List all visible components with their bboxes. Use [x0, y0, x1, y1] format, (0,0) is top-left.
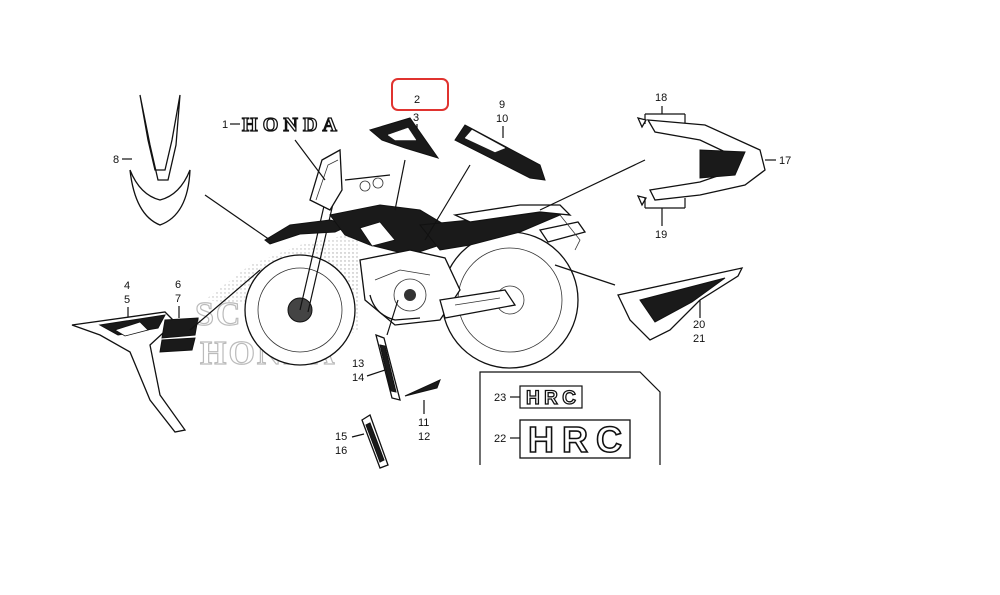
leader-8	[204, 194, 271, 241]
part-2-highlighted-callout[interactable]: 2	[391, 78, 449, 111]
part-17-18-19-tail-decal[interactable]: 18 17 19	[539, 92, 791, 241]
ghost-text-sc: SC	[195, 296, 242, 333]
callout-11: 11	[418, 417, 429, 429]
hrc-large-text: HRC	[528, 419, 622, 460]
callout-9: 9	[499, 99, 505, 111]
callout-10: 10	[496, 113, 508, 125]
callout-6: 6	[175, 279, 181, 291]
callout-2: 2	[414, 94, 420, 106]
hrc-decal-box[interactable]: 23 HRC 22 HRC	[479, 371, 661, 465]
hrc-small-frame	[519, 385, 583, 409]
callout-8: 8	[113, 154, 119, 166]
part-13-14-fork-decal[interactable]: 13 14	[352, 299, 401, 401]
callout-4: 4	[124, 280, 130, 292]
part-15-16-lower-fork-decal[interactable]: 15 16	[335, 414, 389, 469]
part-8-front-visor-decal[interactable]: 8	[113, 94, 191, 226]
callout-5: 5	[124, 294, 130, 306]
part-1-honda-logo[interactable]: 1 HONDA	[222, 113, 338, 181]
motorcycle-drawing	[244, 148, 587, 369]
highlight-box	[391, 78, 449, 111]
callout-1: 1	[222, 119, 228, 131]
part-20-21-rear-side-decal[interactable]: 20 21	[554, 264, 744, 345]
callout-13: 13	[352, 358, 364, 370]
callout-16: 16	[335, 445, 347, 457]
callout-15: 15	[335, 431, 347, 443]
callout-14: 14	[352, 372, 364, 384]
callout-23: 23	[494, 392, 506, 404]
callout-21: 21	[693, 333, 705, 345]
part-9-10-side-decal[interactable]: 9 10	[424, 99, 546, 241]
callout-17: 17	[779, 155, 791, 167]
callout-18: 18	[655, 92, 667, 104]
callout-19: 19	[655, 229, 667, 241]
callout-3: 3	[413, 112, 419, 124]
callout-7: 7	[175, 293, 181, 305]
honda-logo-text: HONDA	[242, 114, 338, 136]
part-6-7-emblem-decal[interactable]: 6 7	[159, 269, 261, 353]
hrc-large-frame	[519, 419, 631, 459]
hrc-small-text: HRC	[526, 388, 576, 409]
part-11-12-small-decal[interactable]: 11 12	[404, 379, 441, 443]
callout-20: 20	[693, 319, 705, 331]
part-3-shroud-decal[interactable]: 3	[368, 112, 440, 211]
callout-12: 12	[418, 431, 430, 443]
callout-22: 22	[494, 433, 506, 445]
part-4-5-lower-shroud-decal[interactable]: 4 5	[71, 280, 187, 433]
